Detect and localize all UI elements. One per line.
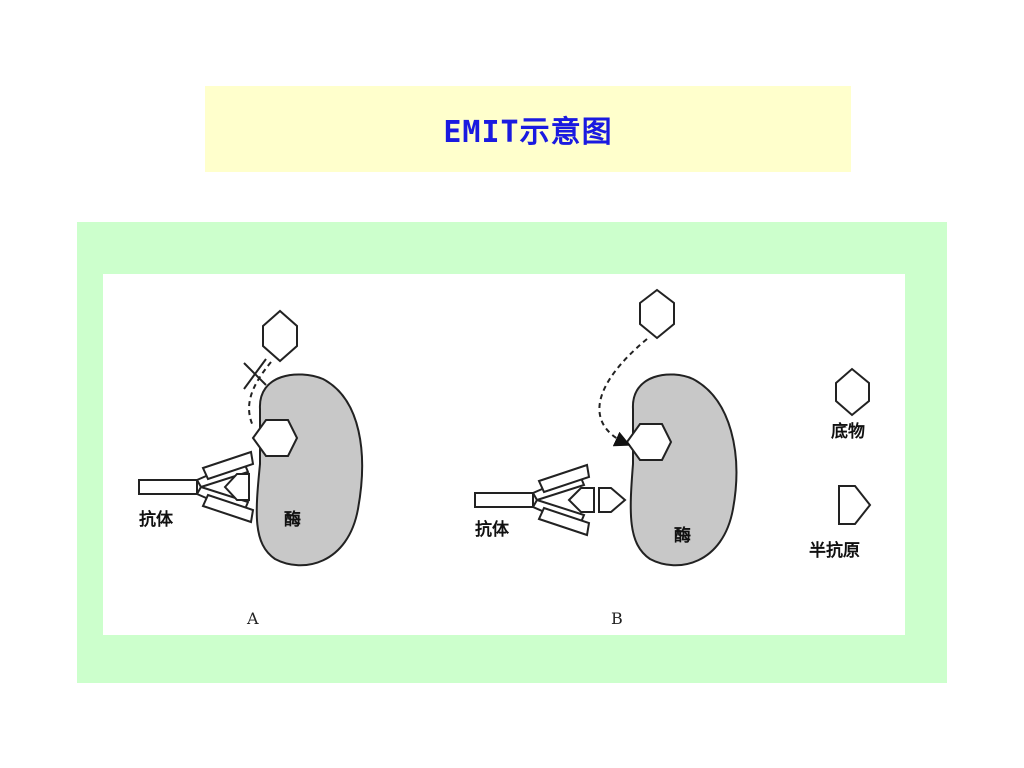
antibody-label-b: 抗体 xyxy=(475,519,510,540)
free-hapten xyxy=(598,487,627,513)
active-site-substrate xyxy=(251,419,299,457)
antibody-shape xyxy=(474,463,591,537)
hapten-legend-label: 半抗原 xyxy=(809,540,860,561)
substrate-legend-label: 底物 xyxy=(831,421,865,442)
substrate-hexagon xyxy=(639,288,675,340)
emit-diagram: 抗体 酶 A 抗体 酶 B xyxy=(138,288,872,628)
blocked-path xyxy=(248,361,272,427)
cross-mark-icon xyxy=(243,358,267,390)
panel-a: 抗体 酶 A xyxy=(138,309,364,628)
enzyme-label-b: 酶 xyxy=(674,525,691,546)
free-hapten xyxy=(567,487,595,513)
panel-a-caption: A xyxy=(246,609,259,628)
substrate-legend-icon xyxy=(835,367,870,417)
enzyme-shape xyxy=(629,373,738,567)
figure-panel: 抗体 酶 A 抗体 酶 B xyxy=(103,274,905,635)
antibody-shape xyxy=(138,450,255,524)
hapten-legend-icon xyxy=(838,485,872,525)
substrate-hexagon xyxy=(262,309,298,363)
active-site-empty xyxy=(625,423,673,461)
page-title: EMIT示意图 xyxy=(443,115,613,150)
enzyme-label-a: 酶 xyxy=(284,509,301,530)
enzyme-shape xyxy=(255,373,364,567)
panel-b-caption: B xyxy=(611,609,623,628)
title-banner: EMIT示意图 xyxy=(205,86,851,172)
antibody-label-a: 抗体 xyxy=(139,509,174,530)
panel-b: 抗体 酶 B xyxy=(474,288,738,628)
hapten-in-antibody xyxy=(223,473,250,501)
legend: 底物 半抗原 xyxy=(809,367,872,561)
binding-path xyxy=(598,338,648,447)
